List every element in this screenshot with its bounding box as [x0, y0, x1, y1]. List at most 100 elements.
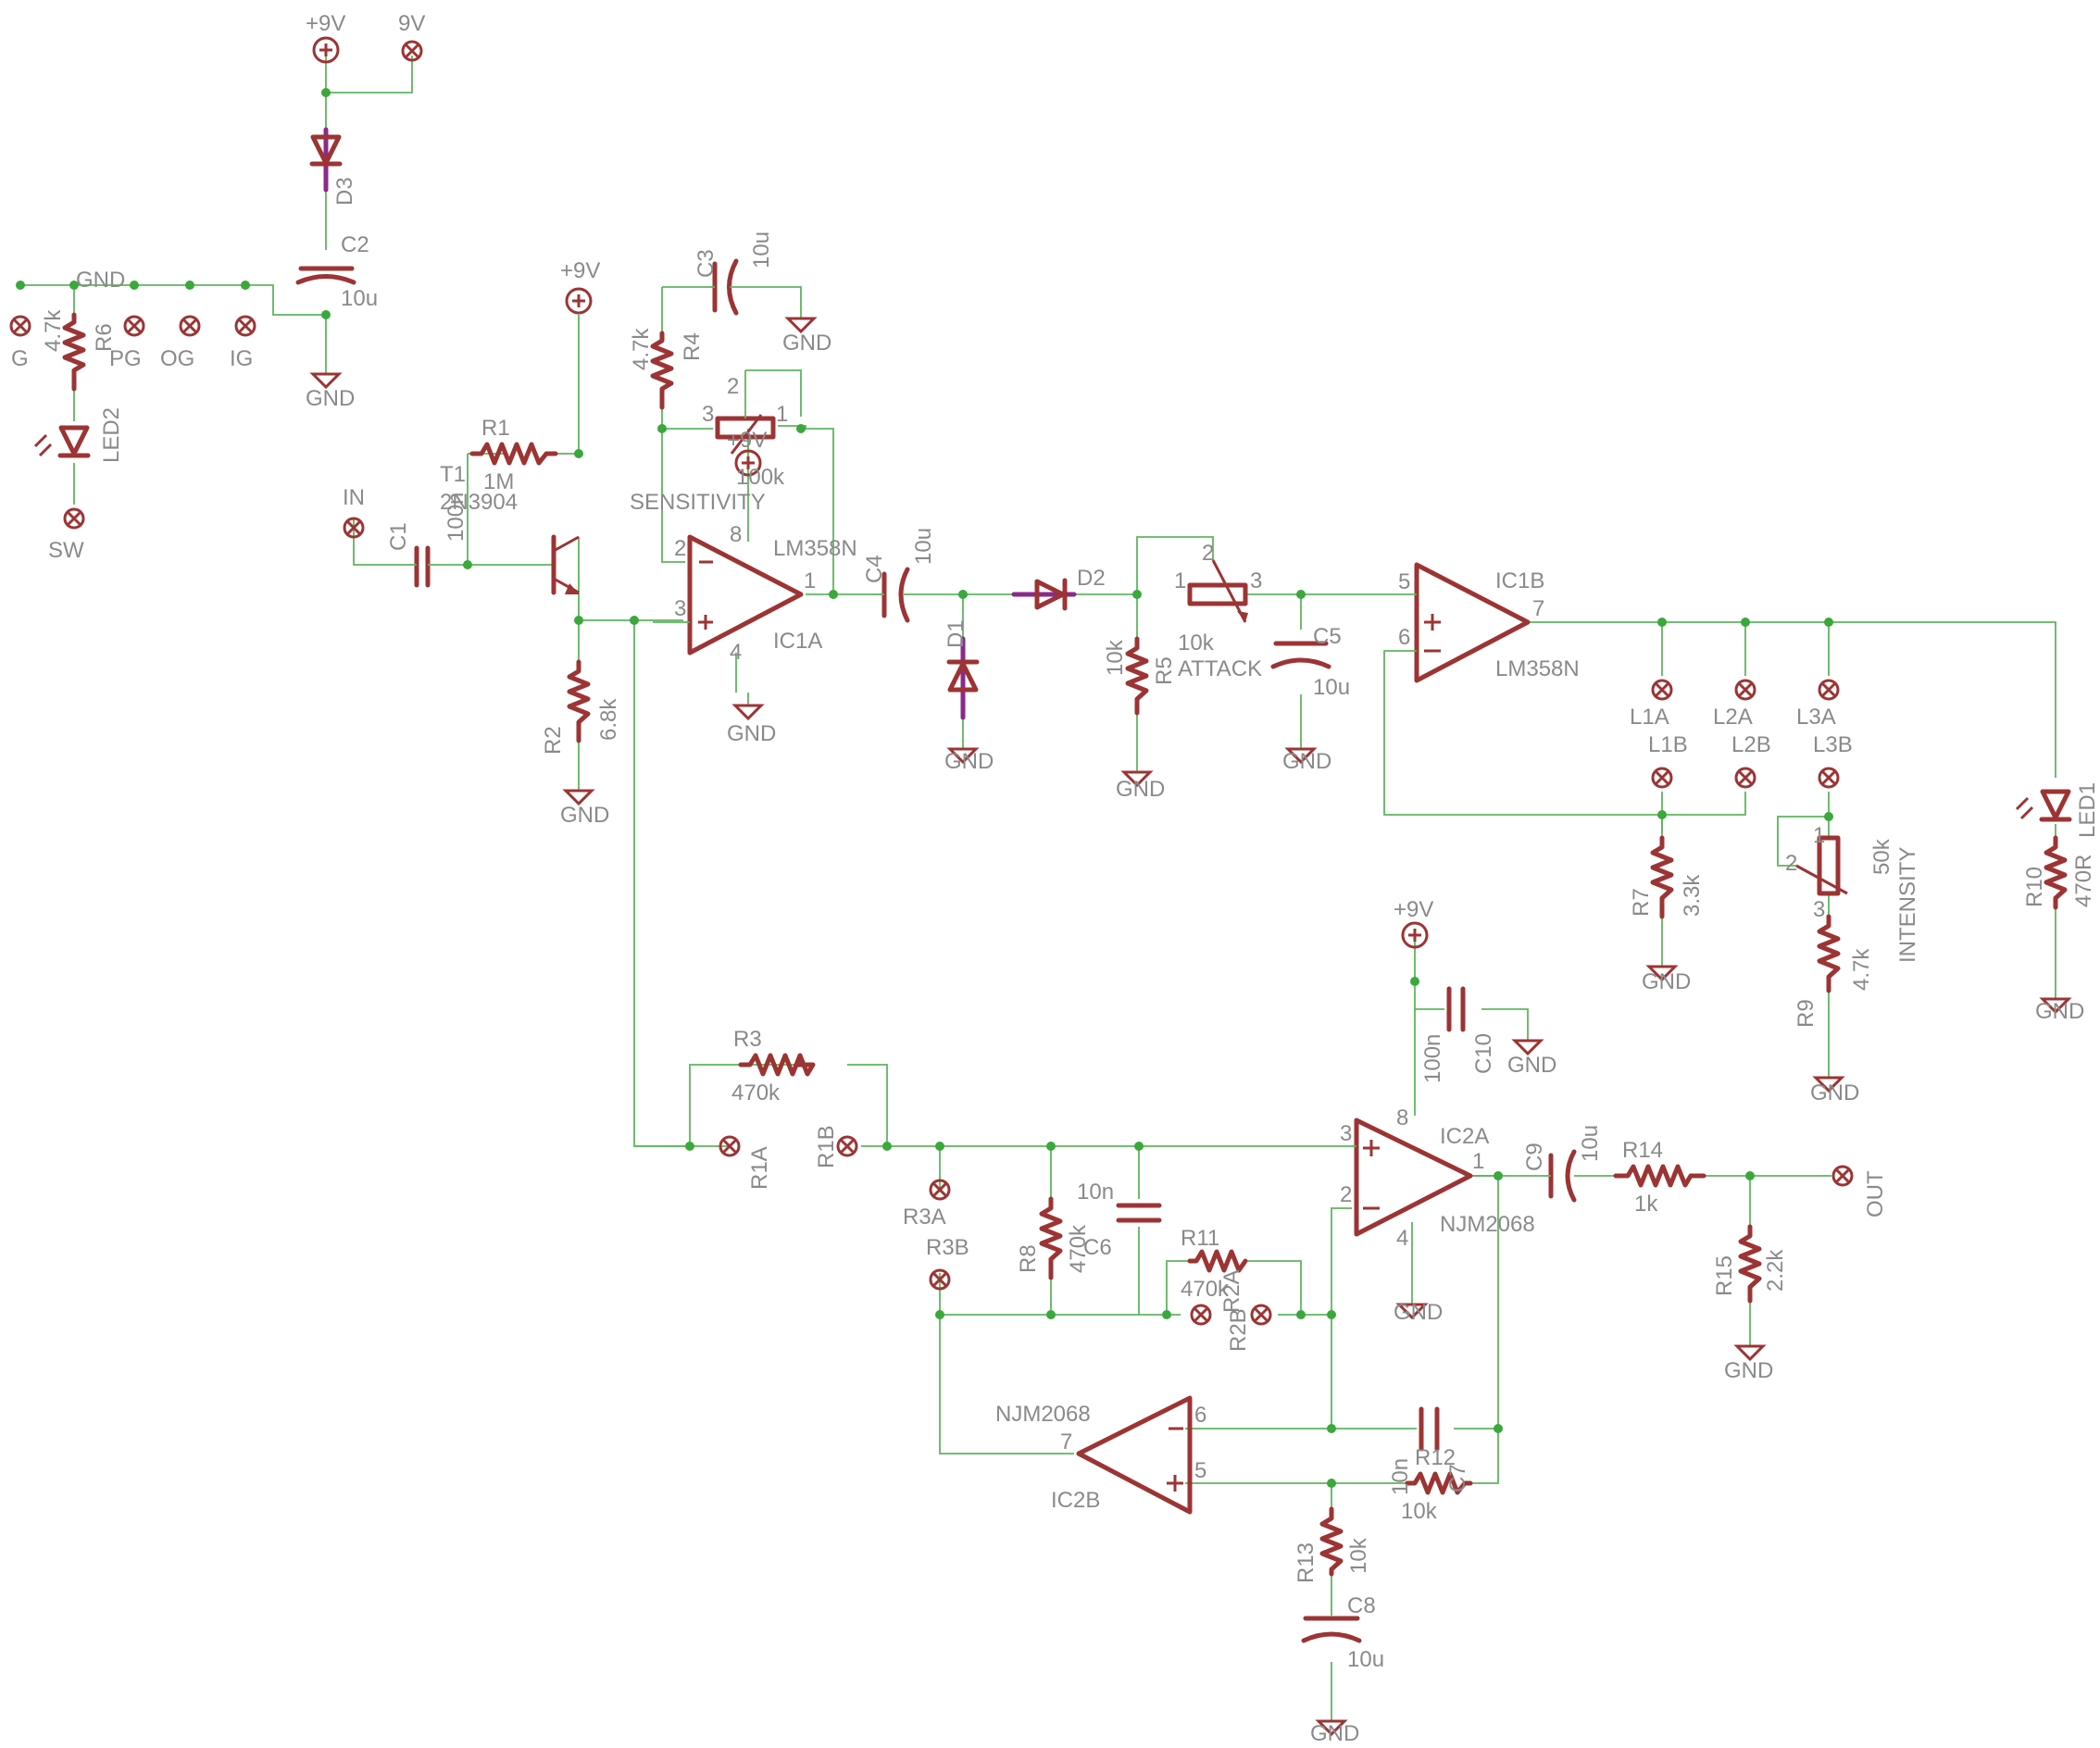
label-gnd-r15: GND: [1724, 1358, 1773, 1383]
label-sensitivity: SENSITIVITY: [630, 490, 766, 515]
label-led1: LED1: [2075, 782, 2100, 838]
label-r14: R14: [1622, 1138, 1663, 1163]
capacitor-c1: [407, 545, 435, 588]
label-r2b: R2B: [1226, 1308, 1251, 1352]
led2-symbol: [33, 425, 91, 458]
label-gnd-r5: GND: [1116, 777, 1165, 802]
pin-attack-2: 2: [1202, 541, 1214, 566]
label-l2a: L2A: [1713, 705, 1753, 730]
label-c7: C7: [1445, 1464, 1470, 1492]
label-out: OUT: [1863, 1170, 1888, 1217]
pad-l2a[interactable]: [1734, 679, 1756, 701]
label-gnd-header: GND: [76, 268, 125, 293]
pin-ic2b-7: 7: [1060, 1430, 1072, 1455]
resistor-r10: [2044, 835, 2068, 910]
label-c1: C1: [386, 522, 411, 551]
label-r2: R2: [541, 726, 566, 755]
label-r5-value: 10k: [1103, 639, 1128, 676]
pad-l3a[interactable]: [1818, 679, 1840, 701]
gnd-symbol-r15: [1735, 1331, 1765, 1361]
label-r5: R5: [1152, 656, 1177, 685]
pad-l1a[interactable]: [1651, 679, 1673, 701]
pin-ic2b-5: 5: [1194, 1458, 1206, 1483]
pad-og[interactable]: [179, 315, 201, 337]
label-r14-value: 1k: [1634, 1192, 1658, 1217]
label-r7: R7: [1629, 888, 1654, 917]
label-gnd-ic2a: GND: [1394, 1300, 1443, 1325]
label-c10: C10: [1471, 1033, 1496, 1074]
resistor-r5: [1125, 636, 1149, 716]
resistor-r6: [62, 312, 86, 392]
label-gnd-c5: GND: [1282, 749, 1331, 774]
pad-pg[interactable]: [123, 315, 145, 337]
transistor-t1: [551, 534, 580, 595]
pin-int-3: 3: [1813, 897, 1825, 922]
pin-ic2a-2: 2: [1340, 1182, 1352, 1207]
capacitor-c2: [295, 266, 356, 285]
pad-out[interactable]: [1831, 1165, 1854, 1187]
pin-sens-3: 3: [702, 402, 714, 427]
pad-r2b[interactable]: [1190, 1304, 1212, 1326]
capacitor-c3: [708, 258, 755, 316]
label-r8: R8: [1016, 1244, 1041, 1273]
label-ic1a: IC1A: [773, 629, 822, 654]
label-c3-value: 10u: [749, 231, 774, 268]
capacitor-c7: [1419, 1406, 1440, 1452]
pad-l3b[interactable]: [1818, 767, 1840, 789]
opamp-ic1a: [687, 534, 804, 656]
pad-sw[interactable]: [63, 507, 85, 530]
pin-attack-3: 3: [1250, 568, 1262, 593]
label-c1-value: 100n: [444, 493, 469, 542]
label-sw: SW: [48, 538, 84, 563]
pad-r1b[interactable]: [836, 1135, 858, 1157]
pin-ic2a-3: 3: [1340, 1121, 1352, 1146]
label-attack-value: 10k: [1178, 631, 1215, 656]
capacitor-c4: [872, 567, 921, 623]
label-c6: C6: [1083, 1235, 1112, 1260]
pin-ic1a-4: 4: [730, 640, 742, 665]
label-in: IN: [343, 485, 365, 510]
label-r1: R1: [481, 416, 510, 441]
label-g: G: [11, 346, 29, 371]
junctions: [16, 88, 1833, 1488]
label-l3a: L3A: [1796, 705, 1836, 730]
pad-g[interactable]: [9, 315, 31, 337]
pin-ic1a-8: 8: [730, 522, 742, 547]
label-r13-value: 10k: [1346, 1537, 1371, 1574]
label-c8-value: 10u: [1347, 1647, 1384, 1672]
pad-r2a[interactable]: [1250, 1304, 1272, 1326]
label-c3: C3: [694, 249, 719, 278]
resistor-r13: [1319, 1506, 1344, 1577]
pad-l1b[interactable]: [1651, 767, 1673, 789]
pin-ic2b-6: 6: [1194, 1403, 1206, 1428]
label-gnd-d1: GND: [944, 749, 994, 774]
label-intensity: INTENSITY: [1895, 847, 1920, 963]
pin-ic1b-5: 5: [1398, 569, 1410, 594]
label-r11: R11: [1181, 1226, 1219, 1251]
pad-ig[interactable]: [234, 315, 256, 337]
label-9v: 9V: [398, 11, 425, 36]
label-plus9v-top: +9V: [306, 11, 345, 36]
label-r2a: R2A: [1219, 1269, 1244, 1313]
label-ic1b: IC1B: [1495, 568, 1544, 593]
label-r2-value: 6.8k: [596, 698, 621, 741]
potentiometer-attack: [1187, 559, 1248, 623]
label-r6-value: 4.7k: [41, 309, 66, 352]
label-r4: R4: [680, 332, 705, 361]
pad-l2b[interactable]: [1734, 767, 1756, 789]
pin-ic1b-7: 7: [1532, 596, 1544, 621]
label-gnd-r7: GND: [1642, 969, 1691, 994]
pin-sens-2: 2: [727, 374, 739, 399]
label-c5: C5: [1313, 624, 1342, 649]
opamp-ic2a: [1352, 1117, 1473, 1237]
label-r12: R12: [1415, 1445, 1456, 1470]
gnd-symbol-r2: [564, 776, 594, 805]
label-r1b: R1B: [814, 1125, 839, 1168]
label-r12-value: 10k: [1401, 1499, 1438, 1524]
pin-ic1b-6: 6: [1398, 625, 1410, 650]
label-c10-value: 100n: [1420, 1034, 1445, 1083]
resistor-r1: [469, 442, 558, 466]
capacitor-c6: [1116, 1203, 1162, 1223]
resistor-r3: [738, 1053, 816, 1077]
potentiometer-sensitivity: [715, 370, 776, 455]
